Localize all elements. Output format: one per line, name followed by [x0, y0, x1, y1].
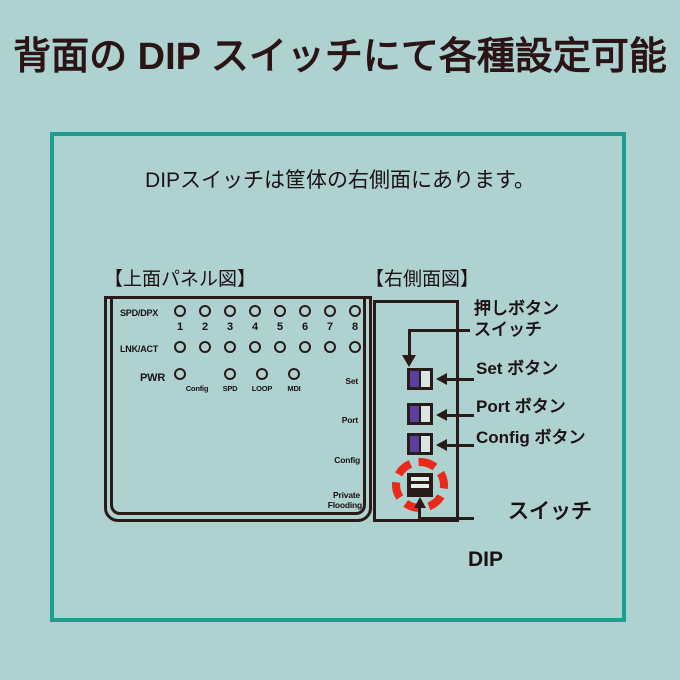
port-button-gap [419, 406, 421, 422]
edge-label-flooding: Flooding [327, 500, 362, 510]
status-label-config: Config [185, 384, 209, 393]
callout-line-dip-h [418, 517, 474, 520]
led-spd-dpx-3 [224, 305, 236, 317]
callout-dip-switch-line1: スイッチ [508, 500, 592, 523]
caption-side-panel: 【右側面図】 [365, 269, 480, 290]
callout-line-push-button-v [408, 329, 411, 357]
device-shell-outer [104, 296, 372, 522]
port-number-1: 1 [176, 321, 184, 333]
port-number-3: 3 [226, 321, 234, 333]
port-number-4: 4 [251, 321, 259, 333]
config-button-graphic[interactable] [407, 433, 433, 455]
led-spd-dpx-5 [274, 305, 286, 317]
caption-top-panel: 【上面パネル図】 [104, 269, 257, 290]
led-lnk-act-5 [274, 341, 286, 353]
callout-push-button-line2: スイッチ [474, 320, 542, 340]
subtitle-text: DIPスイッチは筐体の右側面にあります。 [145, 169, 535, 192]
callout-arrow-port [436, 409, 447, 421]
callout-arrow-config [436, 439, 447, 451]
edge-label-config: Config [334, 455, 360, 465]
port-number-8: 8 [351, 321, 359, 333]
set-button-graphic[interactable] [407, 368, 433, 390]
callout-config-button: Config ボタン [476, 428, 586, 447]
led-row-label-lnk-act: LNK/ACT [120, 344, 159, 354]
page-title: 背面の DIP スイッチにて各種設定可能 [13, 36, 667, 78]
led-spd-dpx-7 [324, 305, 336, 317]
set-button-left-half [410, 371, 419, 387]
set-button-right-half [421, 371, 430, 387]
led-pwr [174, 368, 186, 380]
edge-label-private: Private [333, 490, 360, 500]
port-button-graphic[interactable] [407, 403, 433, 425]
edge-label-set: Set [345, 376, 358, 386]
side-panel-diagram [373, 300, 459, 522]
callout-line-dip-v [418, 508, 421, 518]
content-frame [50, 132, 626, 622]
dip-switch-bar-2 [411, 484, 429, 488]
led-lnk-act-3 [224, 341, 236, 353]
callout-line-config [446, 444, 474, 447]
port-button-right-half [421, 406, 430, 422]
led-lnk-act-1 [174, 341, 186, 353]
status-label-mdi: MDI [287, 384, 301, 393]
config-button-gap [419, 436, 421, 452]
port-button-left-half [410, 406, 419, 422]
port-number-5: 5 [276, 321, 284, 333]
dip-switch-bar-1 [411, 477, 429, 481]
led-lnk-act-8 [349, 341, 361, 353]
device-shell-inner [110, 296, 366, 515]
led-spd-dpx-1 [174, 305, 186, 317]
callout-line-push-button-h [408, 329, 470, 332]
led-lnk-act-4 [249, 341, 261, 353]
top-panel-diagram: SPD/DPX LNK/ACT 1 2 3 4 5 6 7 8 PWR [104, 296, 372, 522]
edge-label-port: Port [341, 415, 358, 425]
led-lnk-act-6 [299, 341, 311, 353]
dip-switch-graphic[interactable] [407, 473, 433, 497]
callout-push-button-switch: 押しボタン スイッチ [474, 298, 559, 341]
status-label-loop: LOOP [251, 384, 273, 393]
led-spd-dpx-8 [349, 305, 361, 317]
callout-arrow-set [436, 373, 447, 385]
led-spd-dpx-6 [299, 305, 311, 317]
led-lnk-act-2 [199, 341, 211, 353]
callout-arrow-dip [414, 497, 426, 508]
port-number-6: 6 [301, 321, 309, 333]
callout-line-port [446, 414, 474, 417]
callout-push-button-line1: 押しボタン [474, 299, 559, 318]
led-spd-dpx-4 [249, 305, 261, 317]
status-label-spd: SPD [222, 384, 238, 393]
led-loop [256, 368, 268, 380]
callout-set-button: Set ボタン [476, 359, 559, 378]
led-mdi [288, 368, 300, 380]
port-number-7: 7 [326, 321, 334, 333]
led-row-label-spd-dpx: SPD/DPX [120, 308, 159, 318]
callout-dip-switch-line2: DIP [468, 548, 504, 571]
callout-line-set [446, 378, 474, 381]
led-lnk-act-7 [324, 341, 336, 353]
config-button-right-half [421, 436, 430, 452]
callout-port-button: Port ボタン [476, 397, 566, 416]
led-spd-dpx-2 [199, 305, 211, 317]
config-button-left-half [410, 436, 419, 452]
port-number-2: 2 [201, 321, 209, 333]
callout-arrow-push-button [402, 355, 416, 367]
set-button-gap [419, 371, 421, 387]
pwr-label: PWR [140, 372, 166, 384]
led-spd [224, 368, 236, 380]
